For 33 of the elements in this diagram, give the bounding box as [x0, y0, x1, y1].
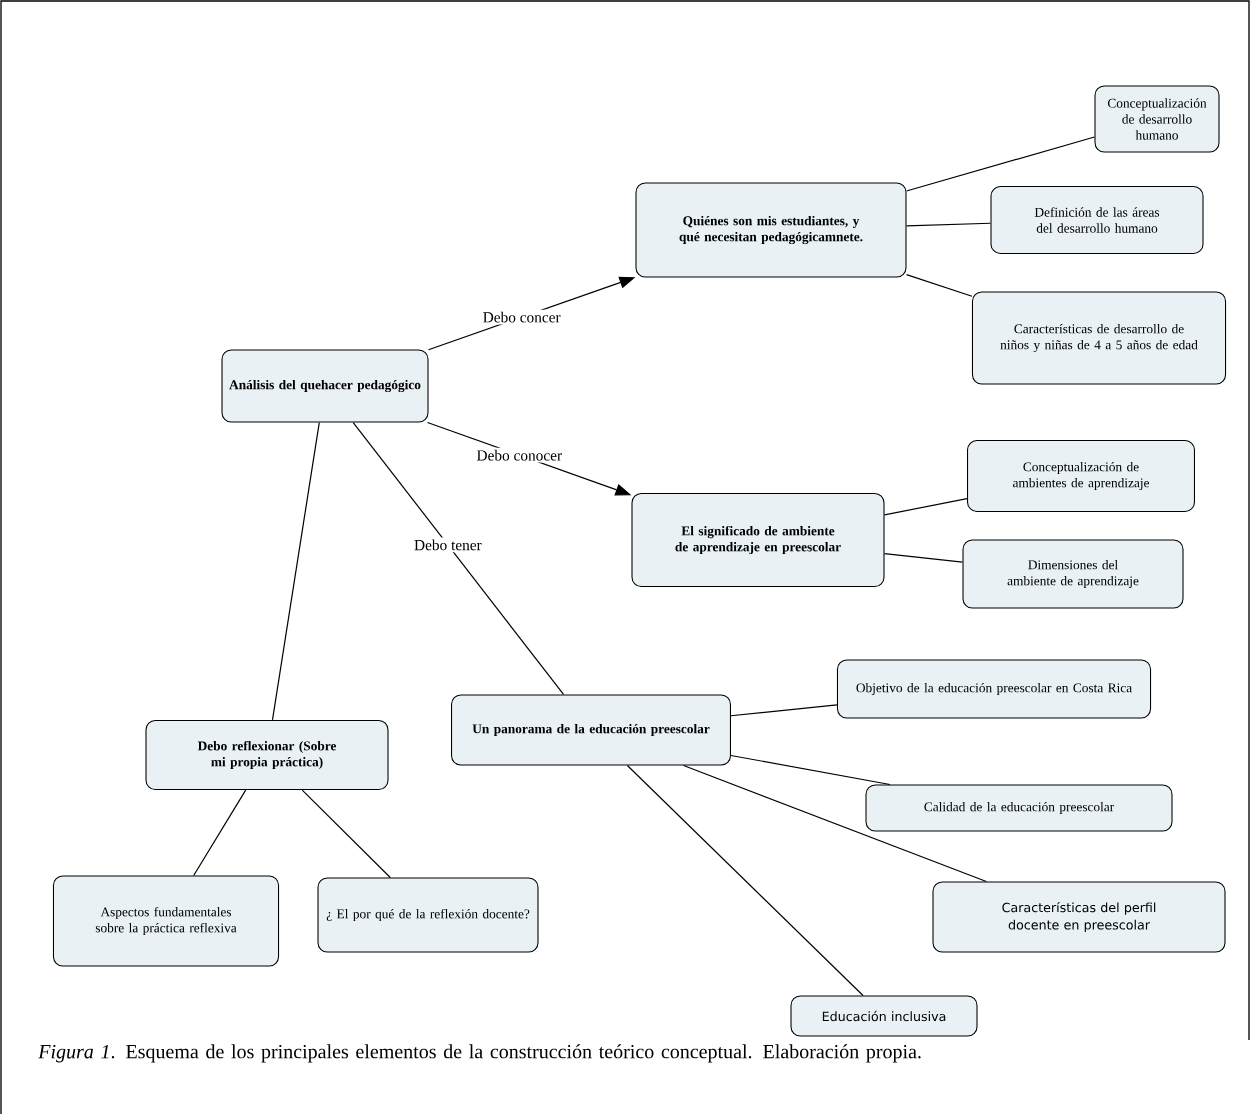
concept-box: El significado de ambiente de aprendizaje en preescolar — [631, 492, 885, 588]
connector-line — [730, 754, 891, 786]
connector-line — [352, 421, 565, 696]
concept-box: Un panorama de la educación preescolar — [451, 694, 731, 766]
concept-box: Conceptualización de desarrollo humano — [1094, 85, 1220, 153]
connector-line — [905, 273, 973, 297]
edge-label: Debo concer — [480, 309, 563, 325]
concept-box: Calidad de la educación preescolar — [865, 784, 1173, 832]
connector-line — [883, 497, 968, 516]
connector-line — [905, 136, 1096, 192]
concept-box: Definición de las áreas del desarrollo humano — [990, 186, 1204, 254]
connector-line — [626, 764, 864, 997]
connector-line — [301, 789, 391, 879]
concept-box: Conceptualización de ambientes de aprendizaje — [967, 440, 1195, 512]
concept-box: Debo reflexionar (Sobre mi propia práctica) — [145, 719, 389, 791]
connector-line — [683, 764, 987, 883]
caption: Figura 1. Esquema de los principales elementos de la construcción teórico conceptual. Elaboración propia. — [38, 1044, 921, 1063]
concept-box: Objetivo de la educación preescolar en Costa Rica — [836, 659, 1152, 719]
connector-line — [193, 789, 247, 877]
concept-box: Características de desarrollo de niños y niñas de 4 a 5 años de edad — [971, 291, 1227, 385]
concept-box: Quiénes son mis estudiantes, y qué necesitan pedagógicamnete. — [635, 182, 907, 278]
concept-box: Aspectos fundamentales sobre la práctica reflexiva — [52, 875, 280, 967]
concept-box: ¿ El por qué de la reflexión docente? — [317, 877, 539, 953]
edge-label: Debo tener — [412, 537, 484, 553]
connector-line — [905, 222, 992, 227]
concept-box: Características del perfil docente en preescolar — [932, 881, 1226, 953]
concept-box: Análisis del quehacer pedagógico — [221, 349, 429, 423]
connector-line — [730, 704, 838, 717]
connector-line — [271, 421, 320, 721]
concept-box: Dimensiones del ambiente de aprendizaje — [962, 539, 1184, 609]
connector-line — [883, 553, 964, 563]
edge-label: Debo conocer — [474, 447, 565, 463]
concept-box: Educación inclusiva — [790, 995, 978, 1037]
